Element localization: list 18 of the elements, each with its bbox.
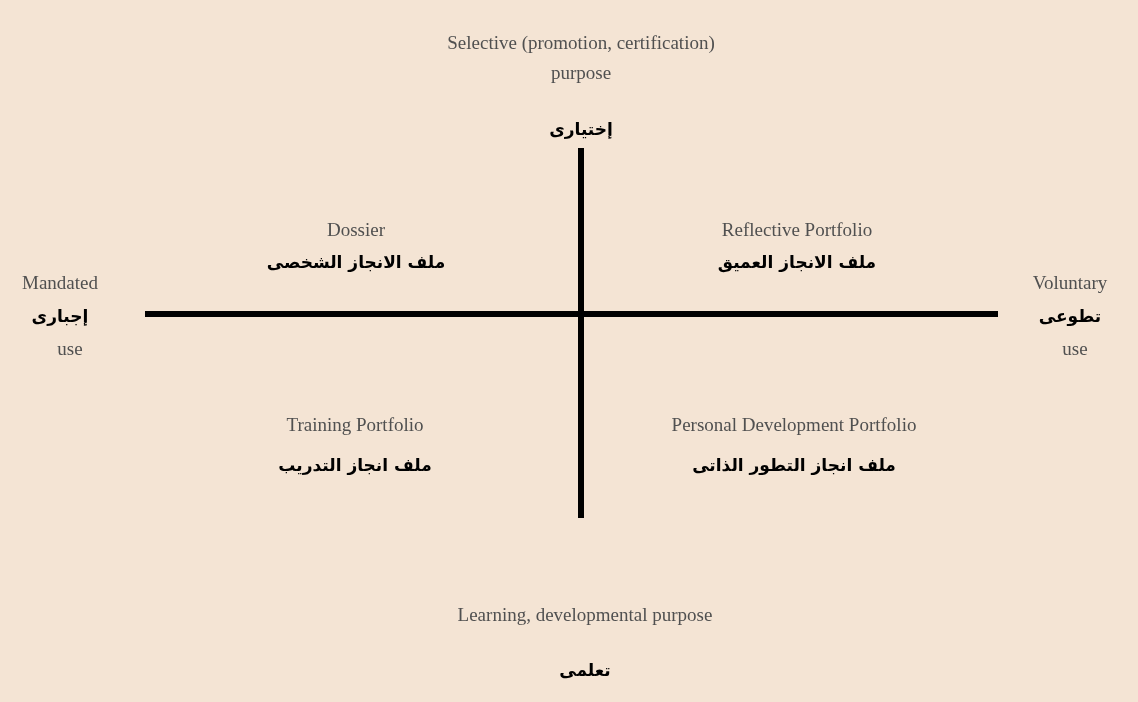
arabic-label: تطوعى xyxy=(1038,306,1102,326)
quadrant-label: Dossier xyxy=(326,218,386,242)
arabic-label: ملف انجاز التطور الذاتى xyxy=(692,455,896,475)
arabic-label: ملف الانجاز الشخصى xyxy=(266,252,446,272)
axis-label: Selective (promotion, certification) purpose xyxy=(446,31,716,85)
arabic-label: إجبارى xyxy=(31,306,89,326)
arabic-label: ملف الانجاز العميق xyxy=(717,252,877,272)
quadrant-label: Training Portfolio xyxy=(286,413,424,437)
quadrant-label: Personal Development Portfolio xyxy=(671,413,917,437)
axis-label: Mandated xyxy=(22,271,98,295)
arabic-label: تعلمى xyxy=(559,660,611,680)
axis-label: use xyxy=(1062,337,1088,361)
axis-label: Learning, developmental purpose xyxy=(456,603,714,627)
arabic-label: إختيارى xyxy=(549,119,613,139)
quadrant-label: Reflective Portfolio xyxy=(721,218,873,242)
axis-label: use xyxy=(57,337,83,361)
axis-label: Voluntary xyxy=(1032,271,1108,295)
arabic-label: ملف انجاز التدريب xyxy=(278,455,432,475)
